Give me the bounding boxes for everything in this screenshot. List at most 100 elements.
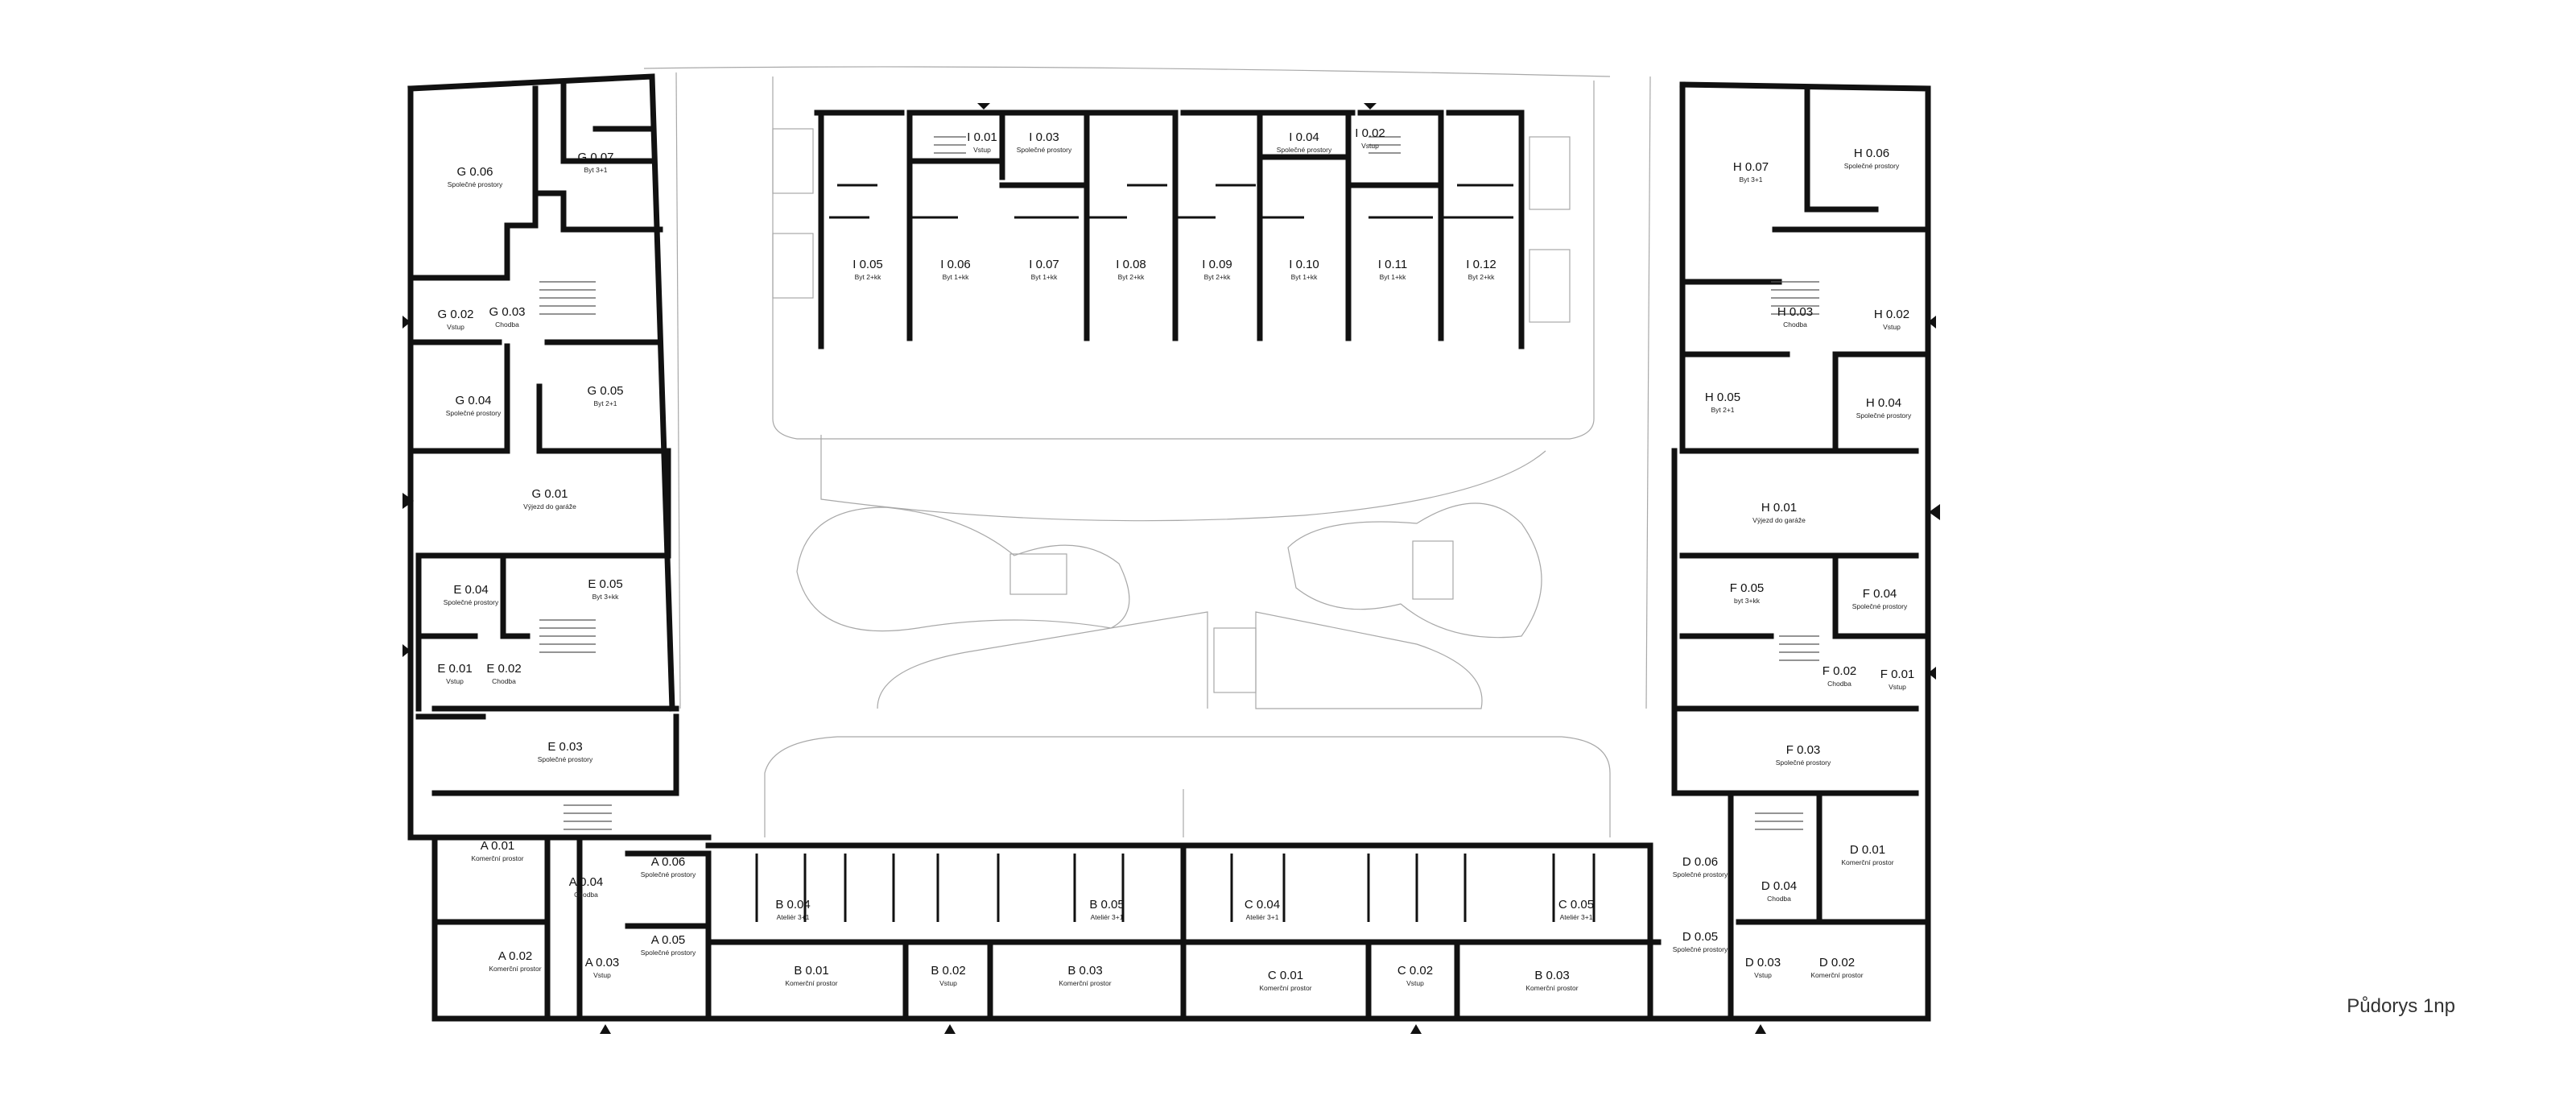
room-desc: Vstup xyxy=(1406,979,1424,987)
room-id: F 0.02 xyxy=(1823,664,1857,678)
room-desc: Komerční prostor xyxy=(1841,858,1893,866)
room-desc: Společné prostory xyxy=(538,755,593,763)
room-desc: Chodba xyxy=(1827,680,1852,688)
room-desc: Společné prostory xyxy=(448,180,503,188)
room-desc: Společné prostory xyxy=(1852,602,1908,610)
room-id: G 0.04 xyxy=(455,394,491,407)
room-desc: Byt 2+kk xyxy=(855,273,882,281)
room-desc: Komerční prostor xyxy=(1259,984,1311,992)
room-desc: Byt 3+1 xyxy=(584,166,607,174)
room-desc: Vstup xyxy=(1754,971,1772,979)
room-desc: Byt 3+1 xyxy=(1739,176,1762,184)
room-desc: Vstup xyxy=(973,146,991,154)
room-id: G 0.06 xyxy=(456,165,493,179)
entrance-arrow xyxy=(600,1024,611,1034)
room-desc: Společné prostory xyxy=(444,598,499,606)
room-desc: Komerční prostor xyxy=(1810,971,1863,979)
room-id: A 0.03 xyxy=(585,956,620,969)
stairs xyxy=(539,136,1819,830)
room-desc: byt 3+kk xyxy=(1734,597,1761,605)
room-desc: Společné prostory xyxy=(1673,870,1728,878)
room-desc: Byt 2+1 xyxy=(1711,406,1734,414)
room-id: E 0.05 xyxy=(588,577,622,591)
room-id: E 0.02 xyxy=(486,662,521,676)
room-id: A 0.02 xyxy=(498,949,533,963)
room-desc: Vstup xyxy=(447,323,464,331)
room-id: E 0.04 xyxy=(453,583,488,597)
room-desc: Byt 2+1 xyxy=(593,399,617,407)
interior-lines xyxy=(755,184,1596,922)
room-desc: Vstup xyxy=(939,979,957,987)
room-desc: Byt 1+kk xyxy=(943,273,970,281)
entrance-arrow xyxy=(944,1024,956,1034)
room-id: I 0.03 xyxy=(1029,130,1059,144)
room-id: I 0.01 xyxy=(967,130,997,144)
room-id: A 0.06 xyxy=(651,855,686,869)
room-desc: Společné prostory xyxy=(1776,759,1831,767)
room-desc: Komerční prostor xyxy=(1525,984,1578,992)
room-desc: Byt 1+kk xyxy=(1380,273,1407,281)
room-id: G 0.03 xyxy=(489,305,525,319)
sheet-title: Půdorys 1np xyxy=(2347,995,2455,1017)
room-id: F 0.03 xyxy=(1786,743,1821,757)
room-desc: Byt 2+kk xyxy=(1204,273,1232,281)
room-id: B 0.02 xyxy=(931,964,965,978)
room-desc: Byt 1+kk xyxy=(1291,273,1319,281)
room-desc: Komerční prostor xyxy=(1059,979,1111,987)
room-id: A 0.05 xyxy=(651,933,686,947)
room-id: G 0.02 xyxy=(437,308,473,321)
room-id: I 0.11 xyxy=(1378,258,1407,271)
room-id: I 0.10 xyxy=(1289,258,1319,271)
room-id: I 0.12 xyxy=(1466,258,1496,271)
room-desc: Chodba xyxy=(1767,895,1791,903)
room-desc: Byt 2+kk xyxy=(1468,273,1496,281)
entrance-markers xyxy=(402,103,1940,1034)
entrance-arrow xyxy=(1929,504,1940,520)
room-id: E 0.03 xyxy=(547,740,582,754)
room-id: C 0.05 xyxy=(1558,898,1594,912)
room-id: I 0.07 xyxy=(1029,258,1059,271)
room-desc: Společné prostory xyxy=(641,949,696,957)
entrance-arrow xyxy=(402,316,411,329)
room-id: D 0.06 xyxy=(1682,855,1718,869)
room-id: C 0.04 xyxy=(1245,898,1280,912)
room-id: D 0.03 xyxy=(1745,956,1781,969)
room-desc: Byt 2+kk xyxy=(1118,273,1146,281)
room-desc: Společné prostory xyxy=(1277,146,1332,154)
room-desc: Společné prostory xyxy=(1856,411,1912,420)
room-id: I 0.02 xyxy=(1355,126,1385,140)
room-id: G 0.01 xyxy=(531,487,568,501)
entrance-arrow xyxy=(977,103,990,110)
room-desc: Komerční prostor xyxy=(471,854,523,862)
entrance-arrow xyxy=(1755,1024,1766,1034)
room-id: D 0.05 xyxy=(1682,930,1718,944)
room-id: I 0.04 xyxy=(1289,130,1319,144)
room-id: H 0.03 xyxy=(1777,305,1813,319)
room-desc: Vstup xyxy=(1889,683,1906,691)
room-id: I 0.06 xyxy=(940,258,971,271)
room-id: D 0.01 xyxy=(1850,843,1885,857)
room-id: B 0.04 xyxy=(775,898,810,912)
room-desc: Chodba xyxy=(492,677,516,685)
room-id: C 0.01 xyxy=(1268,969,1303,982)
room-id: I 0.08 xyxy=(1116,258,1146,271)
walls xyxy=(407,73,1931,1022)
room-desc: Byt 1+kk xyxy=(1031,273,1059,281)
room-desc: Společné prostory xyxy=(1844,162,1900,170)
room-id: I 0.09 xyxy=(1202,258,1232,271)
room-desc: Společné prostory xyxy=(1673,945,1728,953)
room-desc: Ateliér 3+1 xyxy=(1560,913,1593,921)
room-id: F 0.04 xyxy=(1863,587,1897,601)
room-desc: Chodba xyxy=(574,891,598,899)
room-id: H 0.05 xyxy=(1705,391,1740,404)
room-desc: Ateliér 3+1 xyxy=(777,913,810,921)
room-desc: Vstup xyxy=(593,971,611,979)
room-id: H 0.07 xyxy=(1733,160,1769,174)
room-desc: Vstup xyxy=(446,677,464,685)
room-desc: Komerční prostor xyxy=(785,979,837,987)
room-id: B 0.01 xyxy=(794,964,828,978)
room-id: H 0.02 xyxy=(1874,308,1909,321)
room-desc: Ateliér 3+1 xyxy=(1091,913,1124,921)
